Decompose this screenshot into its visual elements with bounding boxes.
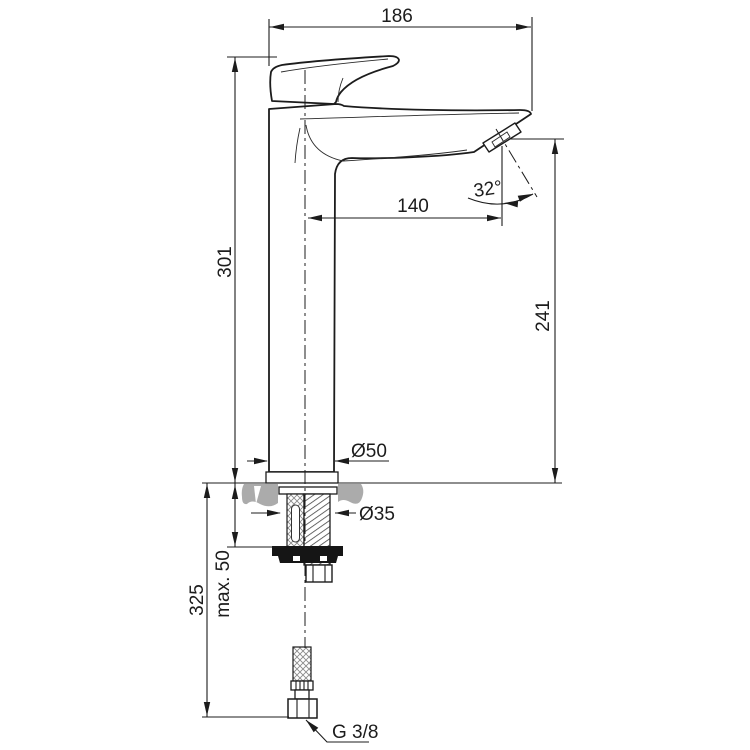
hose-collar: [294, 689, 310, 700]
seal-washer: [272, 546, 343, 556]
flexible-hose-lower: [292, 646, 312, 682]
washer-notch-left: [293, 556, 300, 561]
centerlines: [304, 70, 538, 648]
dim-overall-depth-label: 186: [381, 6, 413, 27]
deck-left-section: [241, 484, 278, 507]
dimension-outlet-height: 241: [509, 138, 564, 483]
handle-crease: [280, 58, 389, 73]
connection-thread-label: G 3/8: [332, 722, 378, 743]
handle-lever: [269, 55, 400, 105]
dim-body-diameter-label: Ø50: [351, 441, 387, 462]
dimension-height-below-deck: 325: [187, 483, 211, 717]
dim-spout-reach-label: 140: [397, 196, 429, 217]
washer-notch-right: [320, 556, 327, 561]
neck-curve-left: [294, 127, 301, 164]
aerator: [482, 122, 522, 153]
callout-connection-thread: G 3/8: [305, 719, 378, 743]
deck-right-section: [338, 484, 364, 504]
seal-washer-lower: [278, 556, 338, 563]
handle-front-crease: [337, 77, 344, 103]
dimension-body-diameter: Ø50: [247, 441, 389, 465]
underdeck-plate: [278, 486, 338, 495]
supply-hose-end: [287, 646, 318, 719]
spout-top-crease: [299, 112, 520, 120]
dimension-height-above-deck: 301: [215, 56, 277, 483]
dim-spout-angle-label: 32°: [472, 177, 503, 202]
dim-max-mounting-thickness-label: max. 50: [213, 550, 234, 618]
mounting-deck: [202, 482, 562, 507]
dimension-max-mounting-thickness: max. 50: [213, 483, 284, 618]
dim-outlet-height-label: 241: [533, 300, 554, 332]
body-outline: [268, 103, 532, 473]
dimension-overall-depth: 186: [268, 6, 533, 111]
base-flange: [265, 471, 339, 484]
hose-highlight-slot: [291, 504, 300, 543]
g38-hex-nut: [287, 698, 318, 719]
dim-height-below-deck-label: 325: [187, 584, 208, 616]
installation-parts: [202, 486, 343, 719]
aerator-face: [491, 131, 511, 148]
spout-angle-axis: [495, 128, 538, 198]
dimension-spout-angle: 32°: [467, 177, 534, 208]
neck-curve: [305, 124, 468, 162]
hose-crimp-sleeve: [290, 680, 314, 691]
locking-nut: [305, 564, 333, 583]
deck-break-mark: [254, 486, 261, 504]
dimension-hole-diameter: Ø35: [251, 504, 395, 525]
dim-height-above-deck-label: 301: [215, 246, 236, 278]
dimension-spout-reach: 140: [308, 146, 503, 226]
dim-hole-diameter-label: Ø35: [359, 504, 395, 525]
faucet-body: [265, 55, 532, 484]
